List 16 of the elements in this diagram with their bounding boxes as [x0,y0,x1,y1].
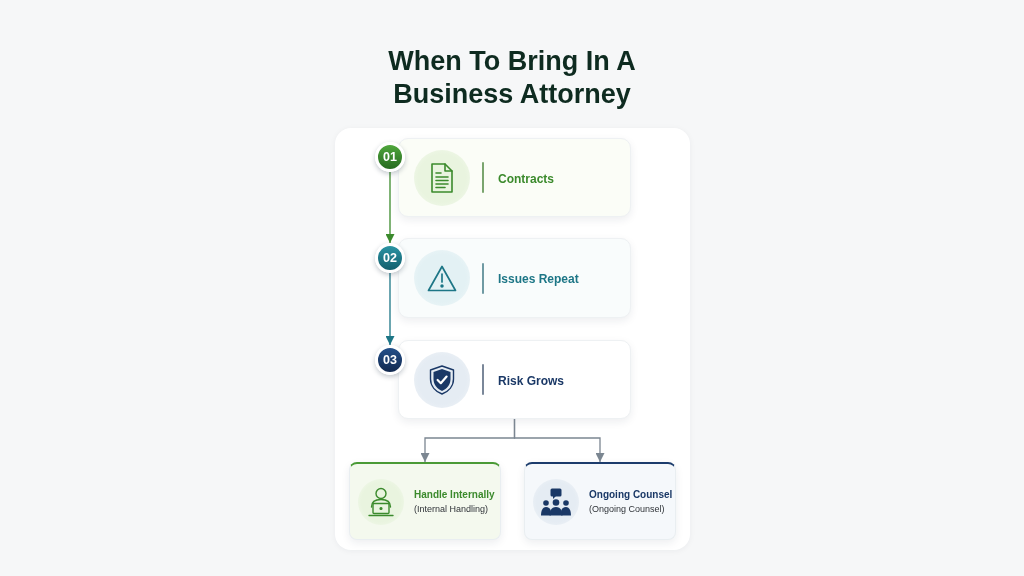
option-card [349,462,501,540]
step-title: Risk Grows [498,373,565,388]
option-title: Handle Internally [414,488,495,501]
option-title: Ongoing Counsel [589,488,673,501]
diagram-title: When To Bring In A Business Attorney [387,45,637,111]
step-card [398,138,631,217]
arrow [385,272,395,346]
arrow [513,418,605,463]
option-subtitle: (Ongoing Counsel) [589,503,666,515]
step-card [398,340,631,419]
step-title: Contracts [498,171,554,186]
option-card [524,462,676,540]
option-subtitle: (Internal Handling) [414,503,490,515]
step-title: Issues Repeat [498,272,579,286]
arrow [385,171,395,244]
step-card [398,238,631,318]
